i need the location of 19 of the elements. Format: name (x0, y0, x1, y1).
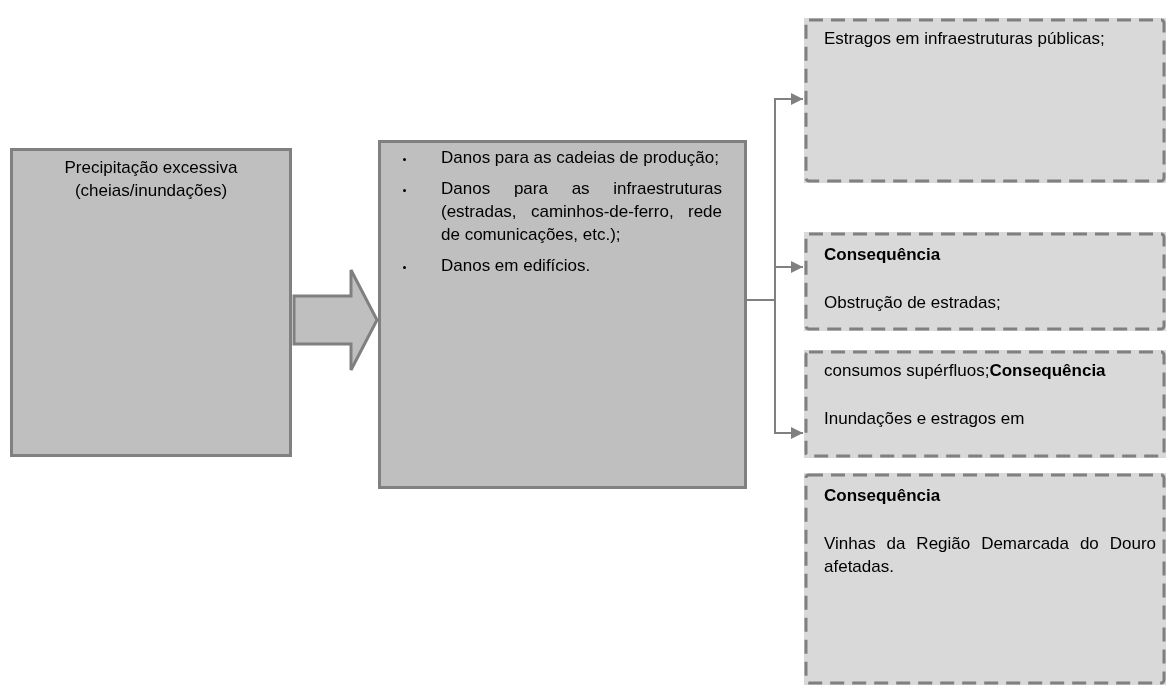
node-text: Obstrução de estradas; (824, 291, 1002, 314)
node-text: Estragos em infraestruturas públicas; (824, 28, 1106, 50)
heading: Consequência (824, 485, 942, 507)
consequence-box (804, 18, 1166, 183)
heading: Consequência (824, 244, 942, 266)
node-text: Precipitação excessiva (cheias/inundações) (63, 157, 239, 202)
consequence-box (804, 232, 1166, 331)
node-text: consumos supérfluos;Consequência (824, 360, 1107, 382)
process-box (378, 140, 747, 489)
consequence-box (804, 350, 1166, 458)
bullet-text: Danos para as infraestruturas (estradas, caminhos-de-ferro, rede de comunicações, etc.); (441, 177, 722, 246)
node-text: Vinhas da Região Demarcada do Douro afetadas. (824, 532, 1156, 578)
block-arrow (292, 268, 379, 372)
consequence-box (804, 473, 1166, 685)
process-box (10, 148, 292, 457)
node-text: Inundações e estragos em (824, 407, 1026, 430)
bullet-text: Danos para as cadeias de produção; (441, 147, 720, 169)
arrow (746, 299, 804, 439)
bullet-text: Danos em edifícios. (441, 254, 592, 277)
